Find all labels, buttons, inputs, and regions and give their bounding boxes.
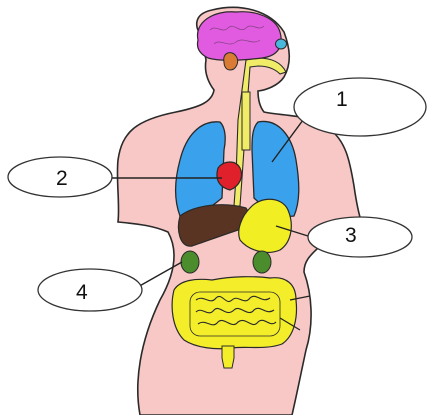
left-kidney (181, 251, 199, 273)
callout-1-bubble (294, 78, 426, 136)
callout-4-bubble (38, 269, 142, 311)
right-kidney (253, 251, 271, 273)
callout-1-number: 1 (336, 88, 348, 111)
callout-3-number: 3 (345, 224, 357, 247)
callout-2-number: 2 (56, 167, 68, 190)
rectum (222, 346, 234, 368)
callout-4[interactable]: 4 (38, 269, 142, 311)
trachea (242, 92, 250, 150)
eye (276, 39, 287, 49)
callout-2[interactable]: 2 (8, 157, 112, 197)
callout-3[interactable]: 3 (308, 217, 412, 257)
callout-1[interactable]: 1 (294, 78, 426, 136)
callout-3-bubble (308, 217, 412, 257)
callout-4-number: 4 (76, 281, 88, 304)
brain (197, 12, 281, 61)
ear (224, 53, 238, 70)
